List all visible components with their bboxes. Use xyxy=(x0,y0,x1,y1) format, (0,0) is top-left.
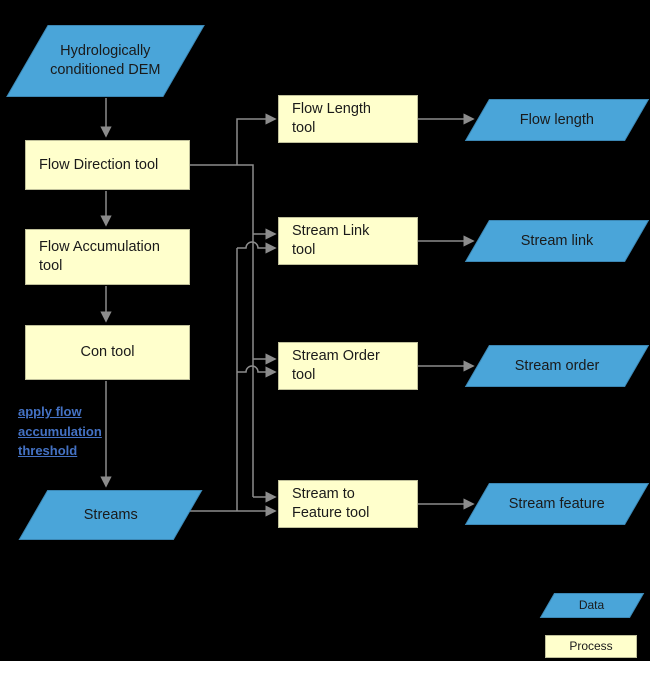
node-stream-order-label: Stream order xyxy=(514,357,600,374)
flow-threshold-annotation: apply flow accumulation threshold xyxy=(18,404,102,458)
node-flow-length-tool: Flow Length tool xyxy=(278,95,418,143)
node-stream-feature: Stream feature xyxy=(464,483,650,525)
node-stream-link: Stream link xyxy=(464,220,650,262)
node-con-tool: Con tool xyxy=(25,325,190,380)
node-stream-feature-label: Stream feature xyxy=(509,495,605,512)
edge-streams-to-stream-order-tool xyxy=(237,365,277,378)
page-background-strip xyxy=(0,661,650,677)
node-stream-link-label: Stream link xyxy=(520,232,594,249)
node-stream-link-tool-label: Stream Link tool xyxy=(292,223,370,258)
node-stream-link-tool: Stream Link tool xyxy=(278,217,418,265)
node-streams-label: Streams xyxy=(83,506,138,523)
node-flow-length-tool-label: Flow Length tool xyxy=(292,101,371,136)
edge-flow-direction-to-flow-length-tool xyxy=(236,113,277,165)
node-dem: Hydrologically conditioned DEM xyxy=(6,25,205,97)
node-flow-length-label: Flow length xyxy=(519,111,595,128)
node-stream-order-tool: Stream Order tool xyxy=(278,342,418,390)
legend-data-label: Data xyxy=(579,597,605,612)
node-con-label: Con tool xyxy=(80,344,135,361)
legend-data-swatch: Data xyxy=(539,593,645,618)
edge-streams-to-stream-link-tool xyxy=(237,241,277,254)
node-flow-accumulation-label: Flow Accumulation tool xyxy=(39,239,160,274)
node-stream-order: Stream order xyxy=(464,345,650,387)
node-flow-direction-label: Flow Direction tool xyxy=(39,156,159,173)
node-dem-label: Hydrologically conditioned DEM xyxy=(50,43,161,78)
node-stream-order-tool-label: Stream Order tool xyxy=(292,348,380,383)
node-stream-to-feature-tool: Stream to Feature tool xyxy=(278,480,418,528)
node-streams: Streams xyxy=(18,490,203,540)
node-flow-accumulation-tool: Flow Accumulation tool xyxy=(25,229,190,285)
node-flow-direction-tool: Flow Direction tool xyxy=(25,140,190,190)
edge-flow-direction-trunk xyxy=(190,164,254,497)
node-flow-length: Flow length xyxy=(464,99,650,141)
legend-process-label: Process xyxy=(569,638,613,653)
node-stream-to-feature-tool-label: Stream to Feature tool xyxy=(292,486,370,521)
legend-process-swatch: Process xyxy=(545,635,637,658)
